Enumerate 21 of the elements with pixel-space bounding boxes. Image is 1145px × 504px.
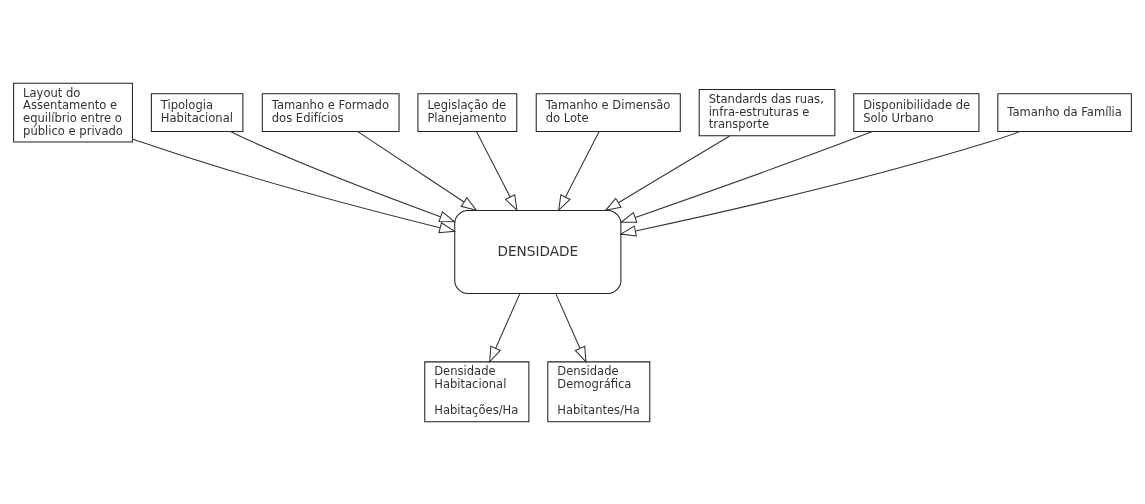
node-box: Layout do Assentamento e equilíbrio entre o público e privado	[13, 82, 133, 143]
arrow	[619, 130, 1021, 237]
node-box: Tamanho e Dimensão do Lote	[535, 92, 681, 132]
node-box: Disponibilidade de Solo Urbano	[853, 92, 980, 132]
arrow	[489, 292, 521, 363]
node-box: Legislação de Planejamento	[417, 92, 518, 132]
arrow	[357, 130, 478, 211]
arrow	[230, 130, 457, 222]
node-box: Densidade Habitacional Habitações/Ha	[424, 360, 530, 422]
arrow	[619, 130, 873, 223]
node-box: Densidade Demográfica Habitantes/Ha	[547, 360, 651, 422]
arrow	[604, 135, 731, 211]
node-box: Tamanho e Formado dos Edifícios	[261, 92, 400, 132]
arrow	[558, 130, 600, 212]
arrow	[131, 137, 457, 233]
node-box: DENSIDADE	[454, 209, 622, 294]
arrow	[555, 292, 587, 363]
node-box: Standards das ruas, infra-estruturas e transporte	[698, 88, 836, 136]
node-box: Tamanho da Família	[997, 92, 1132, 132]
node-box: Tipologia Habitacional	[150, 92, 244, 132]
arrow	[476, 130, 518, 212]
